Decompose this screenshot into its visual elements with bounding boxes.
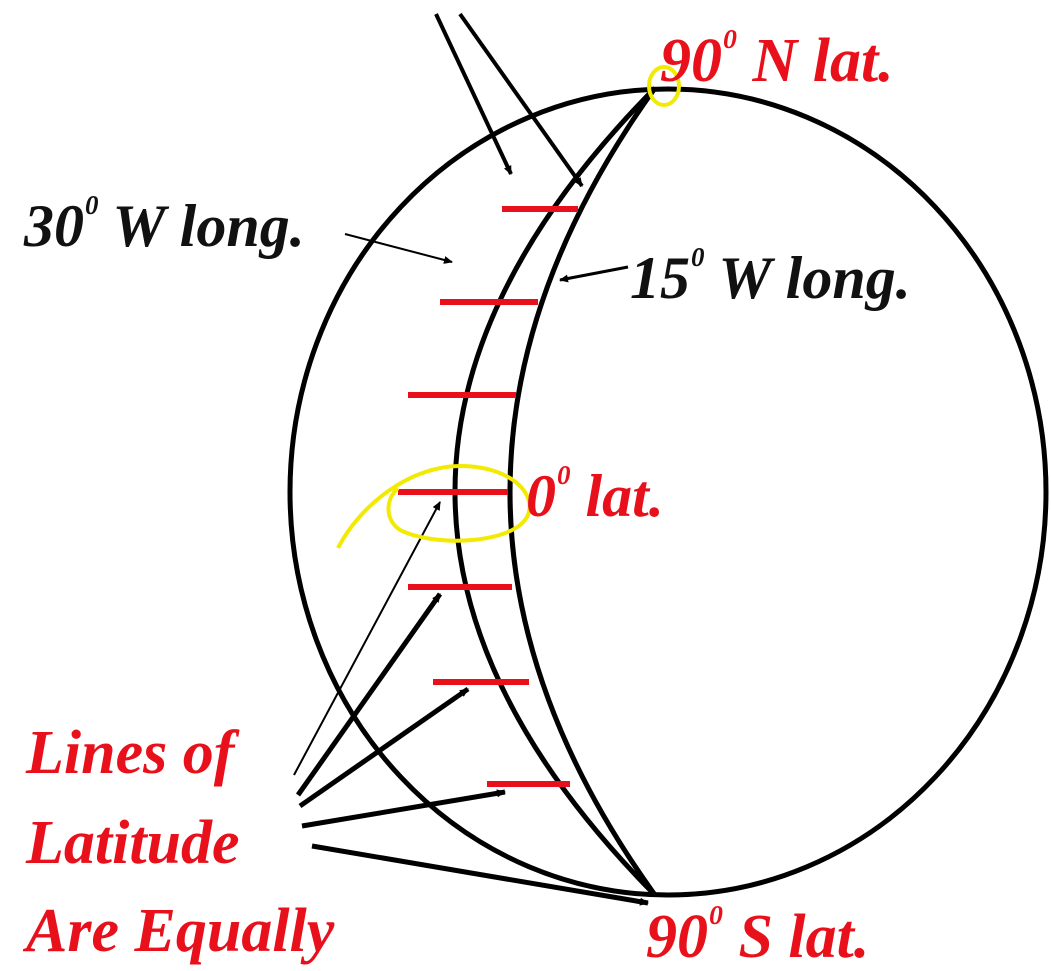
latitude-note-line1: Lines of — [26, 719, 235, 787]
equator-label: 00 lat. — [526, 459, 664, 529]
top-arrows — [434, 12, 584, 188]
latitude-note-line2: Latitude — [26, 809, 240, 877]
north-pole-label: 900 N lat. — [660, 23, 894, 95]
latitude-lines — [398, 206, 578, 787]
latitude-arrows — [293, 501, 649, 906]
north-pole-highlight — [647, 65, 681, 107]
equator-highlight — [336, 463, 532, 549]
south-pole-label: 900 S lat. — [646, 899, 870, 971]
globe-outline — [287, 86, 1049, 898]
pointer-30w — [344, 233, 453, 264]
highlight-marks — [336, 65, 681, 549]
longitude-30w-label: 300 W long. — [24, 189, 305, 259]
latitude-note-line3: Are Equally — [26, 897, 335, 965]
longitude-15w-label: 150 W long. — [630, 241, 911, 311]
pointer-15w — [559, 265, 629, 283]
meridian-15w — [507, 86, 658, 897]
